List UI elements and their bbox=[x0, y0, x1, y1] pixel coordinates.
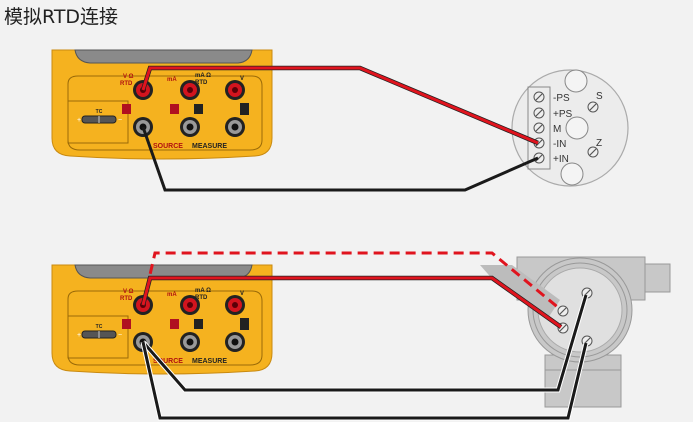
jack-label: mA bbox=[167, 77, 177, 83]
jack-label: RTD bbox=[195, 295, 208, 301]
calibrator-bottom: TC + − V Ω RTD mA mA Ω RTD V SOURCE MEAS… bbox=[51, 264, 273, 375]
terminal-screw bbox=[557, 305, 569, 317]
jack-label: V Ω bbox=[123, 74, 134, 80]
jack-label: mA Ω bbox=[195, 288, 211, 294]
black-wire-top bbox=[141, 126, 539, 192]
s-screw bbox=[587, 101, 599, 113]
tc-plus: + bbox=[77, 117, 81, 124]
z-label: Z bbox=[596, 138, 602, 149]
measure-label: MEASURE bbox=[192, 358, 227, 365]
jack-label: RTD bbox=[195, 80, 208, 86]
tc-label: TC bbox=[96, 109, 103, 115]
terminal-screw bbox=[533, 122, 545, 134]
red-dashed-wire bbox=[141, 251, 561, 311]
terminal-label: +IN bbox=[553, 154, 569, 165]
jack-label: V bbox=[240, 291, 244, 297]
jack-label: RTD bbox=[120, 296, 133, 302]
terminal-screw bbox=[533, 107, 545, 119]
terminal-label: +PS bbox=[553, 109, 573, 120]
terminal-label: -PS bbox=[553, 93, 570, 104]
jack-label: V Ω bbox=[123, 289, 134, 295]
jack-label: V bbox=[240, 76, 244, 82]
measure-label: MEASURE bbox=[192, 143, 227, 150]
page-title: 模拟RTD连接 bbox=[4, 6, 119, 28]
tc-plus: + bbox=[77, 332, 81, 339]
jack-label: mA bbox=[167, 292, 177, 298]
jack-label: RTD bbox=[120, 81, 133, 87]
terminal-label: -IN bbox=[553, 139, 566, 150]
terminal-screw bbox=[533, 91, 545, 103]
s-label: S bbox=[596, 91, 603, 102]
source-label: SOURCE bbox=[153, 358, 183, 365]
tc-label: TC bbox=[96, 324, 103, 330]
tc-minus: − bbox=[118, 332, 122, 339]
terminal-label: M bbox=[553, 124, 561, 135]
transmitter-top: -PS +PS M -IN +IN S Z bbox=[511, 69, 629, 187]
jack-label: mA Ω bbox=[195, 73, 211, 79]
tc-minus: − bbox=[118, 117, 122, 124]
source-label: SOURCE bbox=[153, 143, 183, 150]
